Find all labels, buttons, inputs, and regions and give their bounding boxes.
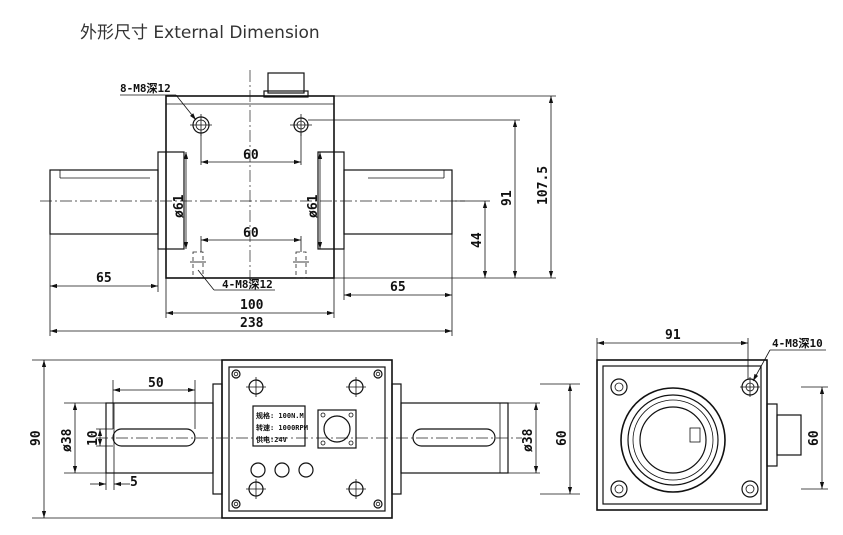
hole-callout-top: 8-M8深12: [120, 81, 171, 95]
top-connector: [317, 409, 357, 449]
connector-top: [267, 72, 305, 94]
page-title: 外形尺寸 External Dimension: [80, 23, 320, 43]
dim-side-width: 91: [665, 328, 681, 343]
side-hole-callout: 4-M8深10: [772, 336, 823, 350]
shaft-left: [49, 169, 159, 235]
dim-keyway-offset: 5: [130, 475, 138, 490]
dim-height-60-top: 60: [555, 430, 570, 446]
dim-overall-length: 238: [240, 316, 264, 331]
indicator-led-1: [250, 462, 266, 478]
dim-flange-left: ø61: [172, 194, 187, 218]
shaft-bore-inner: [639, 406, 707, 474]
keyway-left: [112, 428, 196, 447]
side-view: 91 4-M8深10 60: [596, 328, 828, 511]
dim-key-width: 10: [86, 430, 101, 446]
dim-side-height-60: 60: [807, 430, 822, 446]
dim-bottom-spacing: 60: [243, 226, 259, 241]
dim-keyway-length: 50: [148, 376, 164, 391]
side-connector-base: [766, 403, 778, 467]
top-body: [221, 359, 393, 519]
dim-shaft-dia-left: ø38: [60, 428, 75, 452]
dim-top-spacing: 60: [243, 148, 259, 163]
dim-shaft-dia-right: ø38: [521, 428, 536, 452]
dim-body-width: 100: [240, 298, 264, 313]
front-view: 60 60 ø61 ø61 8-M8深12 4-M8深12 65 65 100: [40, 70, 556, 336]
indicator-led-2: [274, 462, 290, 478]
shaft-bore-outer: [620, 387, 726, 493]
shaft-right: [343, 169, 453, 235]
flange-right: [317, 151, 345, 250]
dim-shaft-left: 65: [96, 271, 112, 286]
nameplate-line1: 规格: 100N.M: [256, 411, 304, 420]
top-view: 规格: 100N.M 转速: 1000RPM 供电:24V 50 5 10: [29, 359, 580, 519]
dim-height-90: 90: [29, 430, 44, 446]
hole-callout-bottom: 4-M8深12: [222, 277, 273, 291]
nameplate: [252, 405, 306, 447]
dim-flange-right: ø61: [306, 194, 321, 218]
keyway-right: [412, 428, 496, 447]
dim-height-91: 91: [500, 190, 515, 206]
side-connector: [776, 414, 802, 456]
nameplate-line2: 转速: 1000RPM: [256, 423, 308, 432]
nameplate-line3: 供电:24V: [255, 435, 288, 444]
indicator-led-3: [298, 462, 314, 478]
dim-center-44: 44: [470, 232, 485, 248]
dim-height-107: 107.5: [536, 166, 551, 205]
dim-shaft-right: 65: [390, 280, 406, 295]
